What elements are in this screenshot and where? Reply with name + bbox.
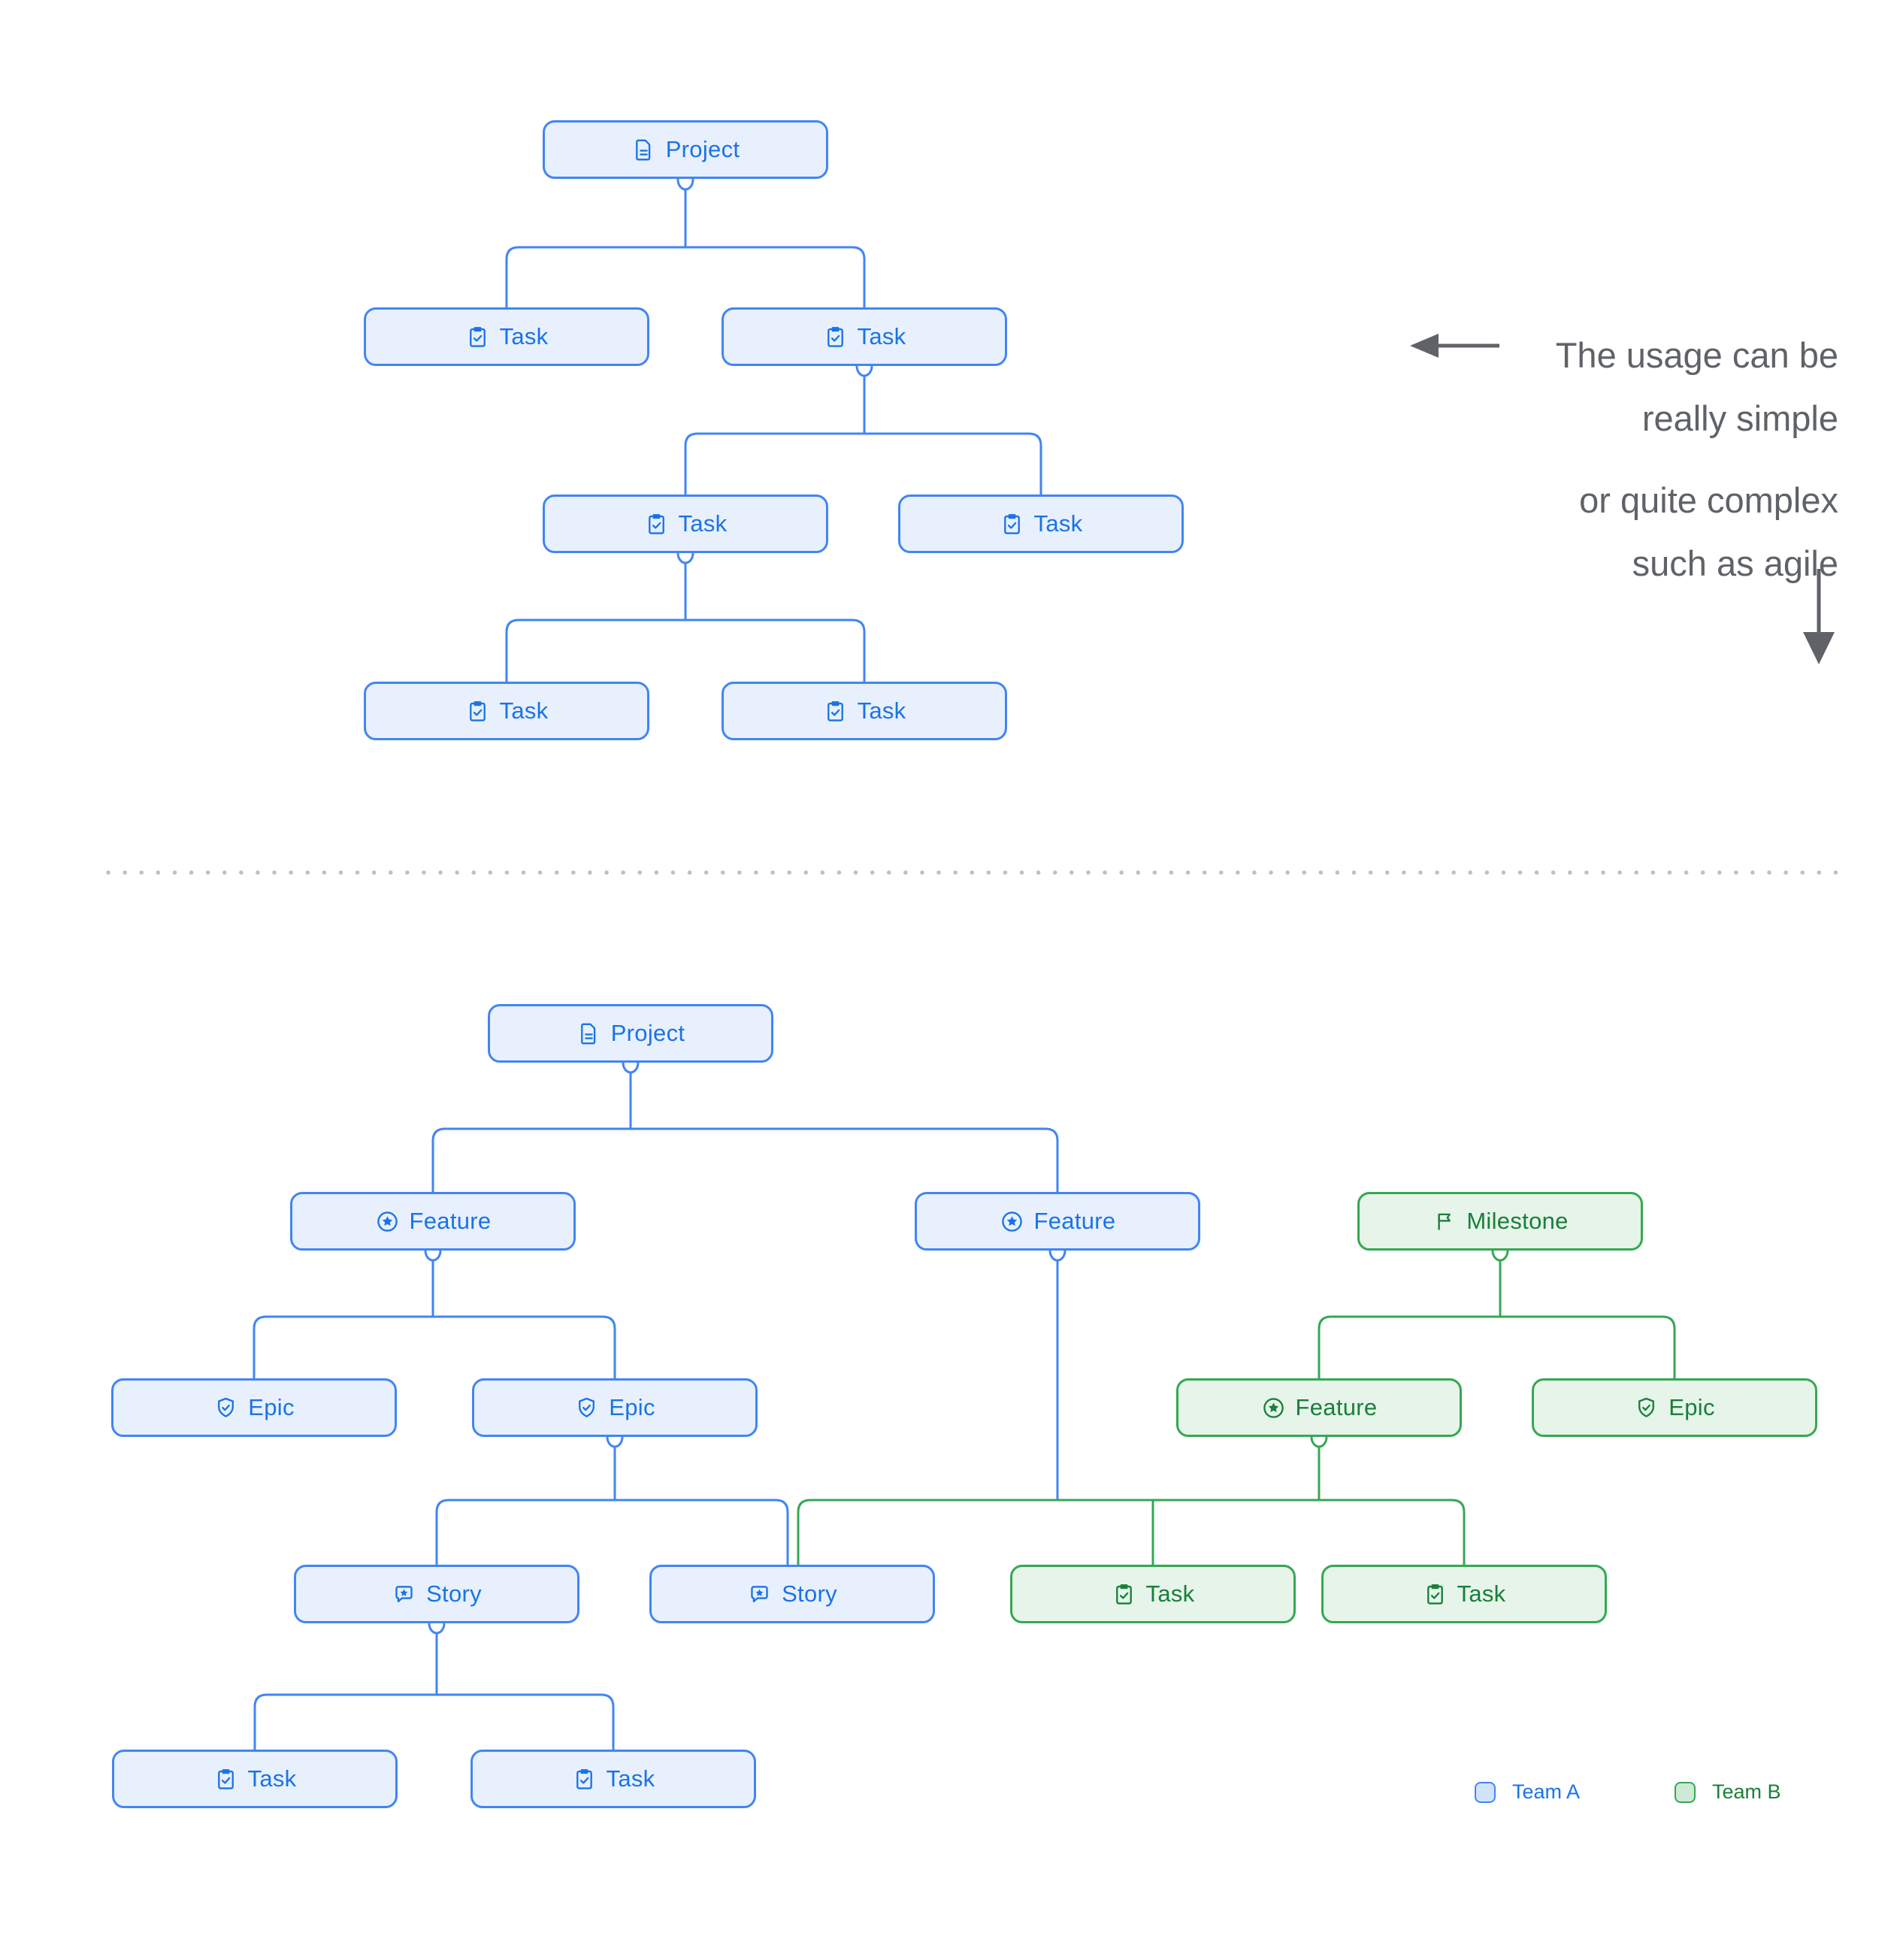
node-label: Task (247, 1765, 297, 1792)
connector-story1 (253, 1625, 615, 1750)
left-arrow-icon (1410, 334, 1499, 358)
node-task-3: Task (543, 495, 828, 553)
document-icon (580, 1023, 595, 1044)
node-label: Task (1145, 1580, 1195, 1607)
star-circle-icon (1263, 1397, 1284, 1418)
green-connectors (797, 1252, 1676, 1565)
node-project-top: Project (543, 120, 828, 179)
node-epic-green: Epic (1532, 1378, 1817, 1437)
task-check-icon (469, 700, 486, 721)
node-label: Milestone (1466, 1208, 1569, 1234)
node-label: Story (782, 1580, 837, 1607)
task-check-icon (827, 326, 843, 347)
node-label: Epic (609, 1394, 655, 1420)
task-check-icon (217, 1768, 234, 1789)
document-icon (635, 139, 650, 160)
node-label: Epic (1669, 1394, 1715, 1420)
node-label: Task (678, 510, 728, 537)
task-check-icon (1115, 1583, 1132, 1605)
node-label: Task (499, 323, 549, 349)
node-story-2: Story (649, 1565, 935, 1623)
node-label: Feature (1033, 1208, 1116, 1234)
connector-feature-green (797, 1438, 1466, 1565)
annotation-line: such as agile (1632, 543, 1838, 583)
node-task-bottom-2: Task (470, 1750, 756, 1808)
story-bubble-icon (751, 1585, 768, 1602)
team-b-swatch (1675, 1781, 1696, 1803)
connector-milestone (1318, 1252, 1676, 1378)
node-label: Feature (1295, 1394, 1378, 1420)
node-task-4: Task (898, 495, 1184, 553)
connector-project-bottom (431, 1064, 1059, 1192)
star-circle-icon (1001, 1211, 1022, 1232)
star-circle-icon (377, 1211, 398, 1232)
node-task-6: Task (722, 682, 1007, 740)
task-check-icon (827, 700, 843, 721)
node-epic-2: Epic (472, 1378, 758, 1437)
node-label: Task (1457, 1580, 1506, 1607)
shield-check-icon (579, 1397, 595, 1417)
node-task-green-1: Task (1010, 1565, 1296, 1623)
shield-check-icon (1638, 1397, 1655, 1417)
node-milestone: Milestone (1357, 1192, 1643, 1251)
node-task-bottom-1: Task (112, 1750, 398, 1808)
blue-connectors (253, 180, 1059, 1750)
connector-epic2 (435, 1438, 789, 1565)
node-label: Task (499, 697, 549, 724)
node-epic-1: Epic (111, 1378, 397, 1437)
team-a-swatch (1475, 1781, 1496, 1803)
annotation-complex: or quite complex such as agile (1579, 469, 1838, 595)
annotation-simple: The usage can be really simple (1556, 324, 1838, 450)
shield-check-icon (218, 1397, 234, 1417)
legend-label: Team B (1712, 1780, 1781, 1803)
node-task-green-2: Task (1321, 1565, 1607, 1623)
connector-feature1 (253, 1252, 616, 1378)
node-task-5: Task (364, 682, 649, 740)
node-task-2: Task (722, 307, 1007, 366)
flag-icon (1438, 1212, 1451, 1231)
node-feature-1: Feature (290, 1192, 576, 1251)
task-check-icon (648, 513, 664, 534)
connector-project-top (505, 180, 866, 307)
node-label: Task (1033, 510, 1083, 537)
node-project-bottom: Project (488, 1004, 773, 1063)
annotation-line: or quite complex (1579, 480, 1838, 520)
node-label: Epic (248, 1394, 295, 1420)
task-check-icon (576, 1768, 592, 1789)
task-check-icon (469, 326, 486, 347)
node-label: Project (665, 136, 740, 162)
task-check-icon (1426, 1583, 1443, 1605)
annotation-line: The usage can be (1555, 335, 1838, 375)
task-check-icon (1003, 513, 1020, 534)
connector-task2 (684, 368, 1042, 495)
legend-team-b: Team B (1675, 1780, 1781, 1804)
node-label: Task (857, 323, 906, 349)
connector-task3 (505, 555, 866, 682)
node-task-1: Task (364, 307, 649, 366)
node-feature-green: Feature (1176, 1378, 1462, 1437)
story-bubble-icon (395, 1585, 413, 1602)
legend-label: Team A (1512, 1780, 1581, 1803)
node-label: Project (610, 1020, 685, 1046)
down-arrow-icon (1803, 569, 1835, 664)
node-feature-2: Feature (915, 1192, 1200, 1251)
legend-team-a: Team A (1475, 1780, 1580, 1804)
node-label: Task (606, 1765, 655, 1792)
node-label: Task (857, 697, 906, 724)
node-label: Feature (409, 1208, 492, 1234)
node-label: Story (426, 1580, 482, 1607)
node-story-1: Story (294, 1565, 579, 1623)
annotation-line: really simple (1641, 398, 1838, 438)
